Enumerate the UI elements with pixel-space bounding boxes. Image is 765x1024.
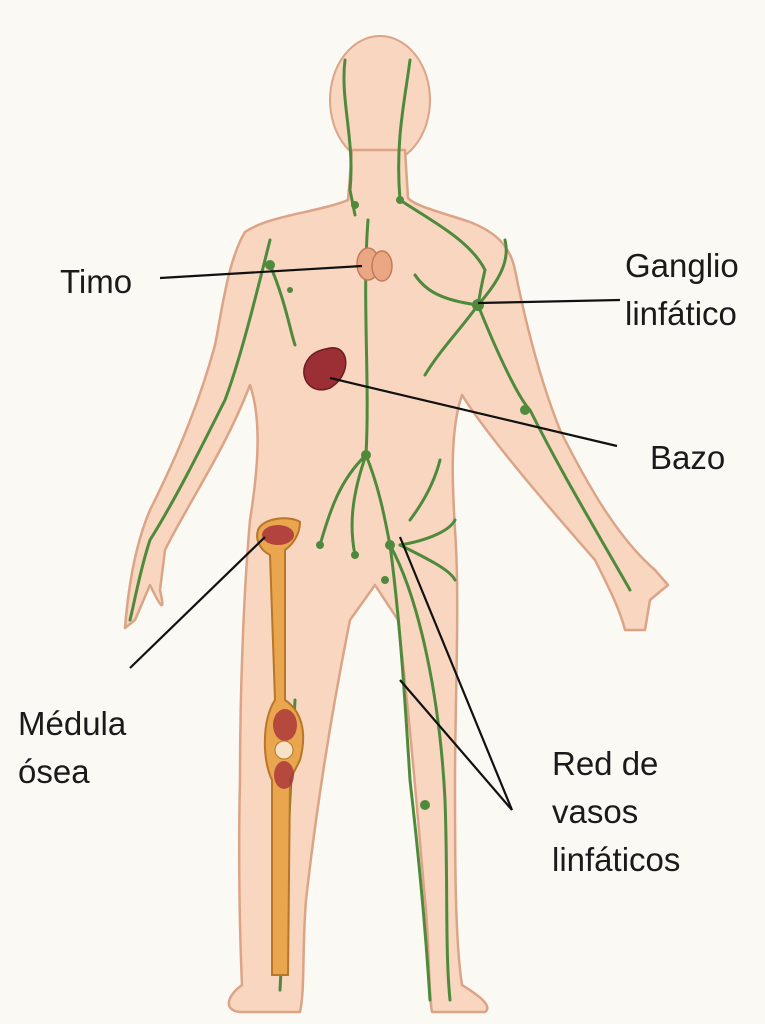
label-line: vasos	[552, 793, 639, 830]
thymus	[356, 247, 393, 282]
label-medula-osea: Médula ósea	[18, 700, 126, 796]
leader-ganglio	[477, 298, 621, 305]
femur-tibia-bone	[256, 517, 305, 976]
label-line: linfáticos	[552, 841, 681, 878]
leader-red-2	[399, 679, 513, 811]
leader-lines	[129, 264, 621, 811]
body-silhouette	[123, 35, 670, 1014]
leader-medula	[129, 536, 266, 669]
label-bazo: Bazo	[650, 439, 726, 476]
label-red-vasos-linfaticos: Red de vasos linfáticos	[552, 740, 680, 884]
label-line: ósea	[18, 753, 90, 790]
label-line: Ganglio	[625, 247, 739, 284]
leader-timo	[159, 264, 363, 280]
label-timo: Timo	[60, 263, 133, 300]
label-ganglio-linfatico: Ganglio linfático	[625, 242, 739, 338]
label-line: linfático	[625, 295, 737, 332]
label-line: Red de	[552, 745, 659, 782]
label-line: Médula	[18, 705, 127, 742]
leader-bazo	[329, 376, 618, 448]
leader-red-1	[398, 536, 514, 811]
